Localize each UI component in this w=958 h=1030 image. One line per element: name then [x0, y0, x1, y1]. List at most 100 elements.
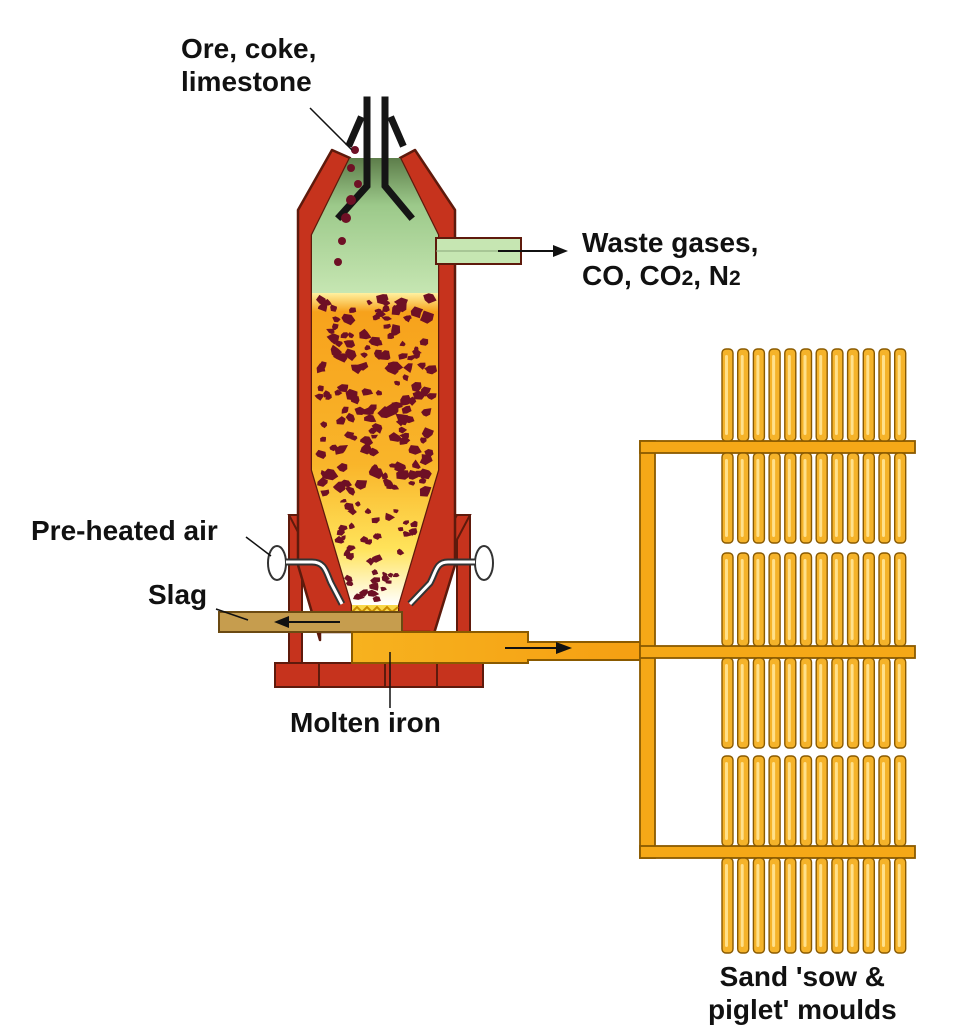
- mould-highlight: [850, 664, 854, 742]
- ore-lump: [411, 382, 422, 393]
- slag-label: Slag: [148, 579, 208, 610]
- ore-lump: [345, 348, 357, 361]
- mould-highlight: [756, 664, 760, 742]
- ore-lump: [406, 396, 417, 406]
- ore-lump: [398, 426, 408, 434]
- ore-lump: [340, 499, 347, 503]
- mould-highlight: [787, 355, 791, 435]
- ore-lump: [385, 402, 399, 415]
- ore-lump: [332, 353, 348, 363]
- ore-lump: [334, 445, 348, 455]
- mould-highlight: [897, 355, 901, 435]
- charge-leader: [309, 107, 353, 151]
- molten-iron-label: Molten iron: [290, 707, 441, 738]
- ore-lump: [353, 593, 365, 600]
- ore-lump: [371, 517, 380, 524]
- furnace-base: [274, 662, 484, 688]
- mould-highlight: [772, 355, 776, 435]
- mould-highlight: [740, 762, 744, 840]
- ore-lump: [315, 449, 327, 459]
- ore-lump: [320, 489, 330, 497]
- mould-highlight: [756, 355, 760, 435]
- ore-lump: [412, 390, 425, 400]
- mould-highlight: [756, 459, 760, 537]
- ore-lump: [378, 350, 391, 360]
- mould-highlight: [803, 664, 807, 742]
- ore-lump: [343, 340, 356, 348]
- mould-highlight: [897, 459, 901, 537]
- ore-lump: [421, 408, 432, 417]
- feed-channel-bottom: [639, 845, 916, 859]
- ore-lump: [364, 345, 371, 351]
- mould-highlight: [740, 459, 744, 537]
- air-label: Pre-heated air: [31, 515, 218, 546]
- ore-lump: [371, 434, 378, 439]
- slag-runner: [218, 611, 403, 633]
- mould-highlight: [740, 664, 744, 742]
- mould-highlight: [819, 762, 823, 840]
- ore-lump: [381, 316, 392, 321]
- ore-lump: [354, 406, 367, 415]
- mould-highlight: [725, 559, 728, 640]
- ore-lump: [382, 478, 393, 487]
- iron-runner: [351, 631, 646, 664]
- mould-highlight: [882, 664, 885, 742]
- ore-lump: [359, 328, 372, 340]
- ore-lump: [392, 573, 400, 578]
- mould-highlight: [897, 864, 901, 947]
- ore-lump: [398, 353, 408, 360]
- ore-lump: [410, 306, 424, 319]
- ore-lump: [347, 509, 357, 516]
- arrow-icon: [274, 616, 289, 628]
- ore-lump: [356, 361, 369, 371]
- ore-lump: [370, 577, 381, 584]
- ore-lump: [336, 384, 349, 393]
- mould-highlight: [866, 864, 870, 947]
- ore-lump: [365, 539, 372, 545]
- mould-highlight: [819, 864, 823, 947]
- ore-lump: [395, 418, 405, 427]
- mould-highlight: [787, 459, 791, 537]
- ore-lump: [332, 481, 346, 494]
- ore-lump: [426, 365, 438, 375]
- base-block: [384, 662, 438, 688]
- waste-co-text: CO, CO: [582, 260, 682, 291]
- mould-highlight: [834, 355, 838, 435]
- arrow-icon: [553, 245, 568, 257]
- mould-highlight: [725, 762, 728, 840]
- waste-subscript: 2: [729, 267, 741, 290]
- waste-n-text: , N: [693, 260, 730, 291]
- ore-lump: [332, 323, 339, 331]
- ore-lump: [355, 501, 361, 507]
- ore-lump: [420, 437, 427, 444]
- mould-highlight: [897, 762, 901, 840]
- charge-label: Ore, coke, limestone: [181, 32, 316, 98]
- mould-highlight: [787, 864, 791, 947]
- mould-highlight: [866, 355, 870, 435]
- mould-highlight: [787, 762, 791, 840]
- ore-lump: [397, 527, 404, 532]
- ore-lump: [375, 339, 383, 346]
- ore-lump: [381, 573, 390, 582]
- mould-highlight: [882, 559, 885, 640]
- ore-lump: [344, 574, 353, 582]
- mould-highlight: [850, 762, 854, 840]
- ore-lump: [322, 468, 339, 481]
- ore-lump: [404, 315, 412, 321]
- ore-lump: [425, 393, 437, 400]
- ore-lump: [391, 324, 401, 337]
- ore-lump: [393, 380, 400, 386]
- ore-lump: [381, 472, 388, 480]
- mould-highlight: [756, 864, 760, 947]
- ore-lump: [395, 302, 407, 313]
- mould-highlight: [772, 559, 776, 640]
- mould-highlight: [772, 664, 776, 742]
- charge-label-line1: Ore, coke,: [181, 33, 317, 64]
- ore-lump: [421, 473, 429, 479]
- waste-gas-pipe: [435, 237, 568, 265]
- ore-lump: [371, 423, 383, 434]
- ore-lump: [354, 480, 368, 490]
- ore-lump: [367, 589, 380, 597]
- ore-lump: [344, 502, 355, 511]
